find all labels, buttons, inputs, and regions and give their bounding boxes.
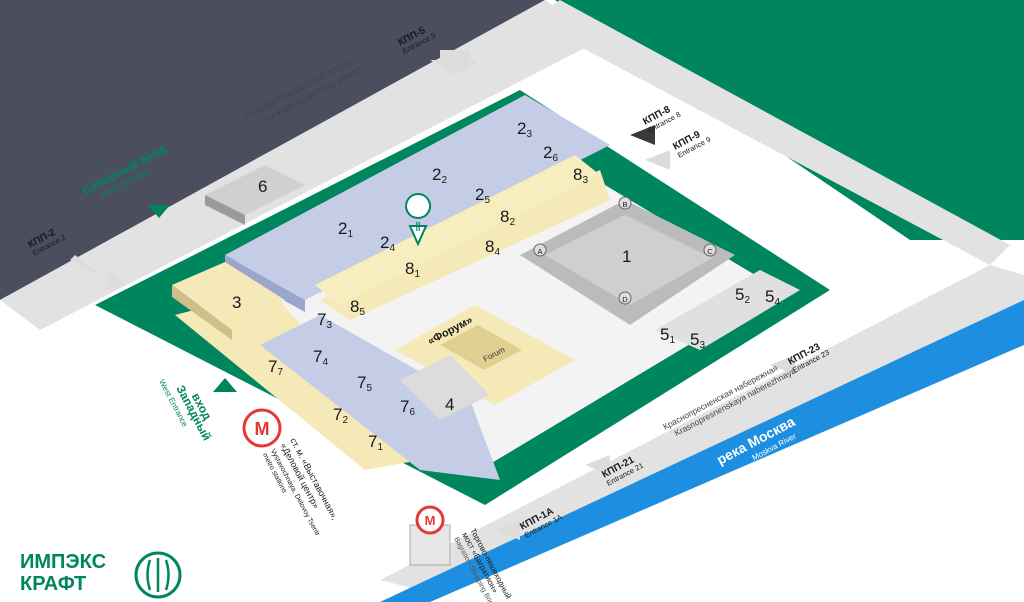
hall-5-1-label: 51 <box>660 325 675 346</box>
hall-6-label: 6 <box>258 177 267 196</box>
yellow-zone-west <box>175 290 420 470</box>
road-east <box>530 0 1010 265</box>
pavilion-1-roof <box>545 215 712 305</box>
hall-7-6-label: 76 <box>400 397 415 418</box>
hall-2-6-label: 26 <box>543 143 558 164</box>
svg-text:D: D <box>622 295 628 304</box>
arrow-kpp5 <box>430 50 480 75</box>
hall-3-label: 3 <box>232 293 241 312</box>
hall-1-label: 1 <box>622 247 631 266</box>
hall-2-5-label: 25 <box>475 185 490 206</box>
pavilion-1-corners: A B C D <box>533 196 717 305</box>
location-pin-icon[interactable]: ⦀ <box>405 193 432 247</box>
arrow-kpp1a <box>495 520 520 540</box>
svg-text:⦀: ⦀ <box>415 220 420 234</box>
hall-7-3-label: 73 <box>317 310 332 331</box>
svg-text:ИМПЭКС: ИМПЭКС <box>20 551 106 573</box>
hall-8-block <box>315 155 600 305</box>
hall-8-5-label: 85 <box>350 297 365 318</box>
hall-8-1-label: 81 <box>405 259 420 280</box>
arrow-kpp23 <box>770 355 795 375</box>
west-entrance-label: Западный вход West Entrance <box>157 378 215 443</box>
hall-2-2-label: 22 <box>432 165 447 186</box>
hall-5-3-label: 53 <box>690 330 705 351</box>
yellow-zone-center <box>320 170 610 320</box>
hall-8-3-label: 83 <box>573 165 588 186</box>
hall-6-side <box>205 195 245 225</box>
green-area-ne <box>555 0 1024 240</box>
svg-text:A: A <box>537 247 542 256</box>
hall-5-block <box>655 270 800 350</box>
hall-7-7-label: 77 <box>268 357 283 378</box>
arrow-west-entrance <box>213 378 237 392</box>
hall-2-side <box>225 255 305 312</box>
arrow-kpp9 <box>645 150 670 170</box>
road-north <box>0 0 600 330</box>
hall-3-side <box>172 285 232 340</box>
svg-text:М: М <box>425 513 436 528</box>
logo-emblem-icon <box>146 558 170 592</box>
road-south <box>380 265 1024 590</box>
hall-7-4-label: 74 <box>313 347 328 368</box>
river <box>380 300 1024 602</box>
hall-5-2-label: 52 <box>735 285 750 306</box>
hall-2-4-label: 24 <box>380 233 395 254</box>
metro-icon: М <box>242 408 282 448</box>
metro-bridge-icon: М <box>409 505 451 566</box>
hall-5-4-label: 54 <box>765 287 780 308</box>
arrow-kpp8 <box>630 125 655 145</box>
hall-3-block <box>172 262 285 330</box>
hall-2-3-label: 23 <box>517 119 532 140</box>
arrow-kpp21 <box>585 455 610 475</box>
svg-text:М: М <box>255 419 270 439</box>
arrow-kpp2 <box>70 255 125 290</box>
hall-8-2-label: 82 <box>500 207 515 228</box>
metro-label: ст. м. «Выставочная», «Деловой центр» Vy… <box>261 436 340 537</box>
company-logo: ИМПЭКС КРАФТ <box>20 551 182 599</box>
hall-4-label: 4 <box>445 395 454 414</box>
hall-7-5-label: 75 <box>357 373 372 394</box>
hall-7-2-label: 72 <box>333 405 348 426</box>
hall-7-1-label: 71 <box>368 432 383 453</box>
entrance-kpp9: КПП-9 Entrance 9 <box>671 129 712 160</box>
svg-text:КРАФТ: КРАФТ <box>20 573 86 595</box>
hall-8-4-label: 84 <box>485 237 500 258</box>
arrow-north-entrance <box>148 205 170 218</box>
hall-6-block <box>205 165 305 215</box>
hall-2-1-label: 21 <box>338 219 353 240</box>
hall-7-block <box>260 315 500 480</box>
entrance-kpp8: КПП-8 Entrance 8 <box>641 104 682 135</box>
hall-4-block <box>400 355 490 420</box>
forum-inner <box>440 325 522 370</box>
svg-text:B: B <box>622 200 627 209</box>
svg-text:C: C <box>707 247 713 256</box>
